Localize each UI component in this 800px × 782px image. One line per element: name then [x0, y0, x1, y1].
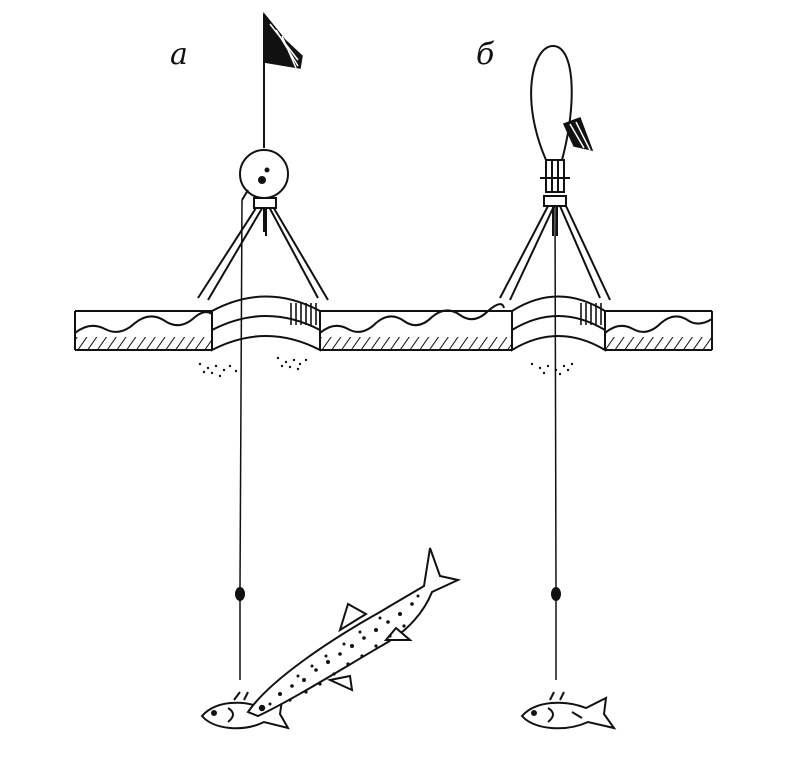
bait-fish-b	[520, 691, 617, 730]
sinkers	[235, 587, 561, 601]
ice-hatching	[75, 337, 712, 350]
hole-cover-b	[511, 295, 606, 352]
label-b: б	[476, 37, 495, 72]
fishing-lines	[239, 199, 557, 680]
ice-layer	[74, 303, 713, 351]
flag-a	[263, 11, 303, 69]
rig-b	[499, 44, 611, 301]
rig-a	[197, 14, 329, 301]
slush-dots	[198, 356, 574, 378]
flag-b	[562, 117, 594, 152]
hole-cover-a	[211, 295, 321, 352]
label-a: а	[170, 37, 188, 72]
pike-fish	[246, 547, 462, 718]
